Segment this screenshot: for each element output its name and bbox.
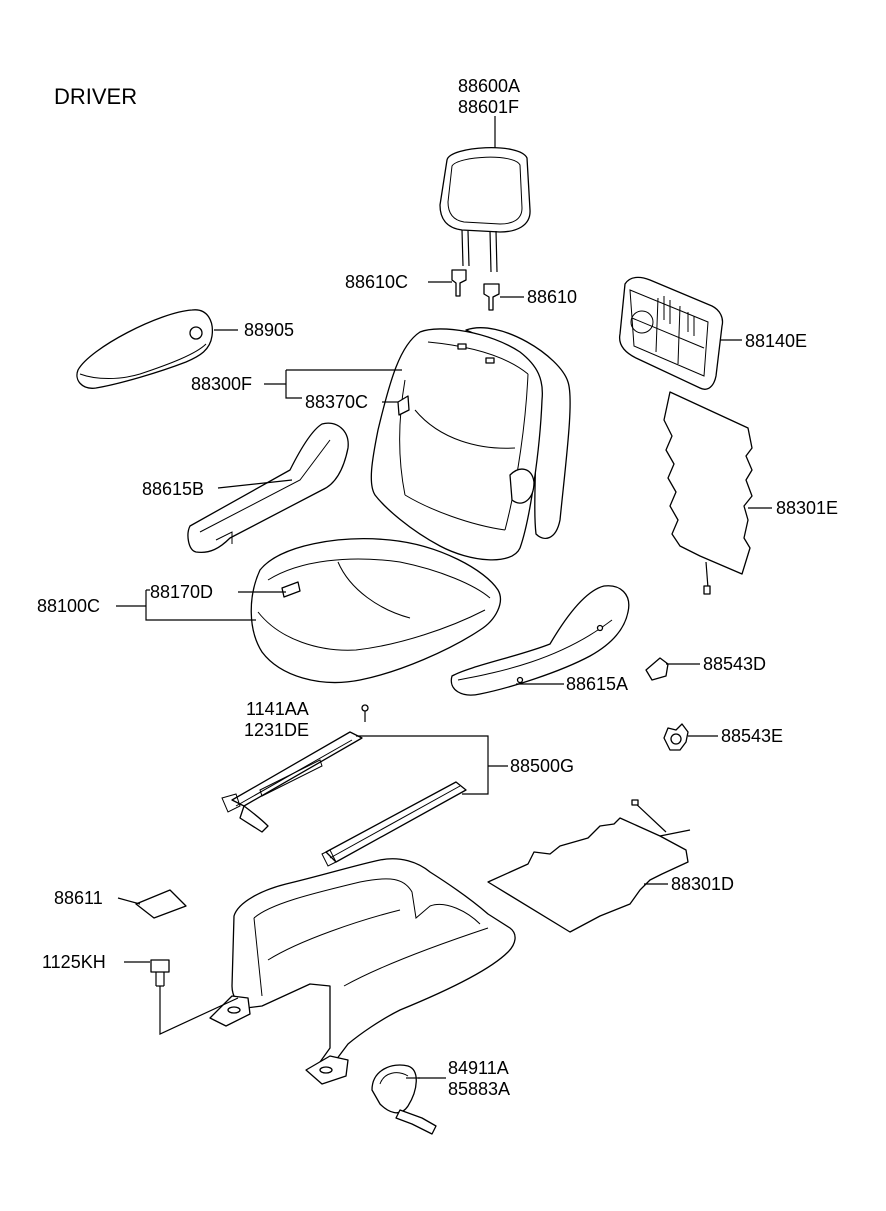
armrest-drawing: [76, 309, 214, 389]
seat-back-drawing: [370, 327, 571, 561]
label-84911a: 84911A: [448, 1058, 509, 1078]
diagram-title: DRIVER: [54, 84, 137, 109]
label-85883a: 85883A: [448, 1079, 510, 1099]
guide-88610-drawing: [483, 283, 500, 311]
lever-88543d-drawing: [645, 657, 669, 681]
label-88300f: 88300F: [191, 374, 252, 394]
back-board-drawing: [618, 276, 724, 390]
label-88170d: 88170D: [150, 582, 213, 602]
guide-88610c-drawing: [451, 269, 467, 297]
label-88500g: 88500G: [510, 756, 574, 776]
label-1125kh: 1125KH: [42, 952, 106, 972]
label-88610c: 88610C: [345, 272, 408, 292]
label-88100c: 88100C: [37, 596, 100, 616]
pad-88611-drawing: [135, 889, 187, 919]
screw-1141aa-drawing: [361, 704, 369, 722]
side-trim-88615a-drawing: [450, 585, 630, 696]
label-88611: 88611: [54, 888, 103, 908]
label-88610: 88610: [527, 287, 577, 307]
seat-track-upper-drawing: [221, 731, 363, 833]
label-88140e: 88140E: [745, 331, 807, 351]
clamp-drawing: [371, 1064, 437, 1135]
label-88543d: 88543D: [703, 654, 766, 674]
leader-lines: [116, 116, 772, 1079]
label-88905: 88905: [244, 320, 294, 340]
seat-track-lower-drawing: [321, 781, 467, 867]
seat-frame-drawing: [209, 858, 516, 1085]
side-trim-88615b-drawing: [187, 422, 349, 554]
label-1141aa: 1141AA: [246, 699, 309, 719]
label-88601f: 88601F: [458, 97, 519, 117]
label-88301e: 88301E: [776, 498, 838, 518]
label-88370c: 88370C: [305, 392, 368, 412]
back-heater-mat-drawing: [663, 391, 753, 595]
knob-88543e-drawing: [663, 723, 689, 751]
label-88615a: 88615A: [566, 674, 628, 694]
label-88615b: 88615B: [142, 479, 204, 499]
label-1231de: 1231DE: [244, 720, 309, 740]
bolt-1125kh-drawing: [150, 959, 170, 987]
headrest-drawing: [439, 146, 531, 273]
label-88301d: 88301D: [671, 874, 734, 894]
label-88600a: 88600A: [458, 76, 520, 96]
label-88543e: 88543E: [721, 726, 783, 746]
cushion-heater-mat-drawing: [487, 799, 691, 933]
seat-cushion-drawing: [250, 538, 502, 684]
